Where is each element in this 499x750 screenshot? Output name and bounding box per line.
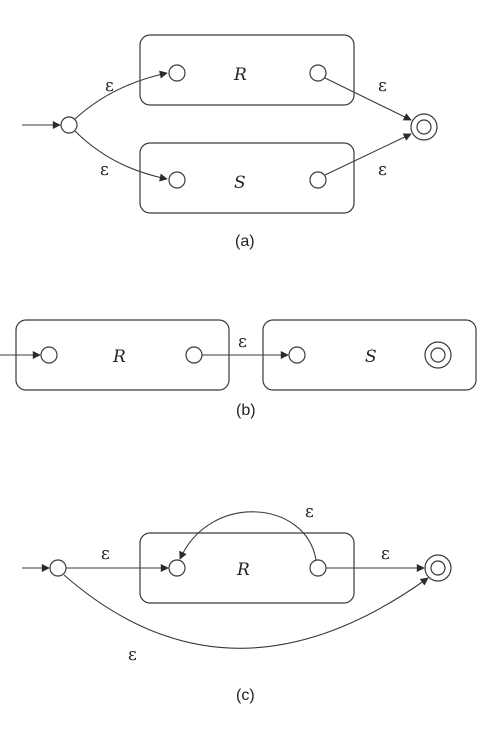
diagram-b-concatenation: ε R S (b) <box>0 319 477 419</box>
accept-state-inner <box>430 347 446 363</box>
box-label-s: S <box>234 173 246 193</box>
accept-state-inner <box>430 560 446 576</box>
epsilon-label: ε <box>238 332 247 352</box>
caption-b: (b) <box>236 402 256 419</box>
epsilon-edge-r-to-accept <box>324 77 412 121</box>
r-start-state <box>168 559 186 577</box>
epsilon-edge-to-r <box>74 70 168 120</box>
diagram-a-union: ε ε ε ε R S (a) <box>22 34 438 250</box>
box-s <box>139 142 355 214</box>
epsilon-bypass <box>63 574 429 649</box>
box-label-r: R <box>233 65 247 85</box>
accept-state-inner <box>416 119 432 135</box>
s-final-state <box>309 171 327 189</box>
start-state <box>49 559 67 577</box>
epsilon-label: ε <box>305 502 314 522</box>
box-label-s: S <box>365 347 377 367</box>
s-start-state <box>168 171 186 189</box>
r-start-state <box>40 346 58 364</box>
box-label-r: R <box>236 560 250 580</box>
epsilon-label: ε <box>381 544 390 564</box>
s-start-state <box>288 346 306 364</box>
r-final-state <box>309 64 327 82</box>
caption-a: (a) <box>235 233 255 250</box>
epsilon-label: ε <box>378 160 387 180</box>
box-label-r: R <box>112 347 126 367</box>
diagram-c-closure: ε ε ε ε R (c) <box>22 502 452 704</box>
epsilon-label: ε <box>105 76 114 96</box>
epsilon-label: ε <box>100 160 109 180</box>
epsilon-label: ε <box>101 544 110 564</box>
epsilon-label: ε <box>128 645 137 665</box>
epsilon-label: ε <box>378 76 387 96</box>
r-final-state <box>185 346 203 364</box>
caption-c: (c) <box>236 687 255 704</box>
start-state <box>60 116 78 134</box>
epsilon-edge-to-s <box>74 130 168 182</box>
r-final-state <box>309 559 327 577</box>
epsilon-edge-s-to-accept <box>324 133 412 176</box>
box-r <box>139 34 355 106</box>
r-start-state <box>168 64 186 82</box>
epsilon-loop-back <box>179 511 317 561</box>
